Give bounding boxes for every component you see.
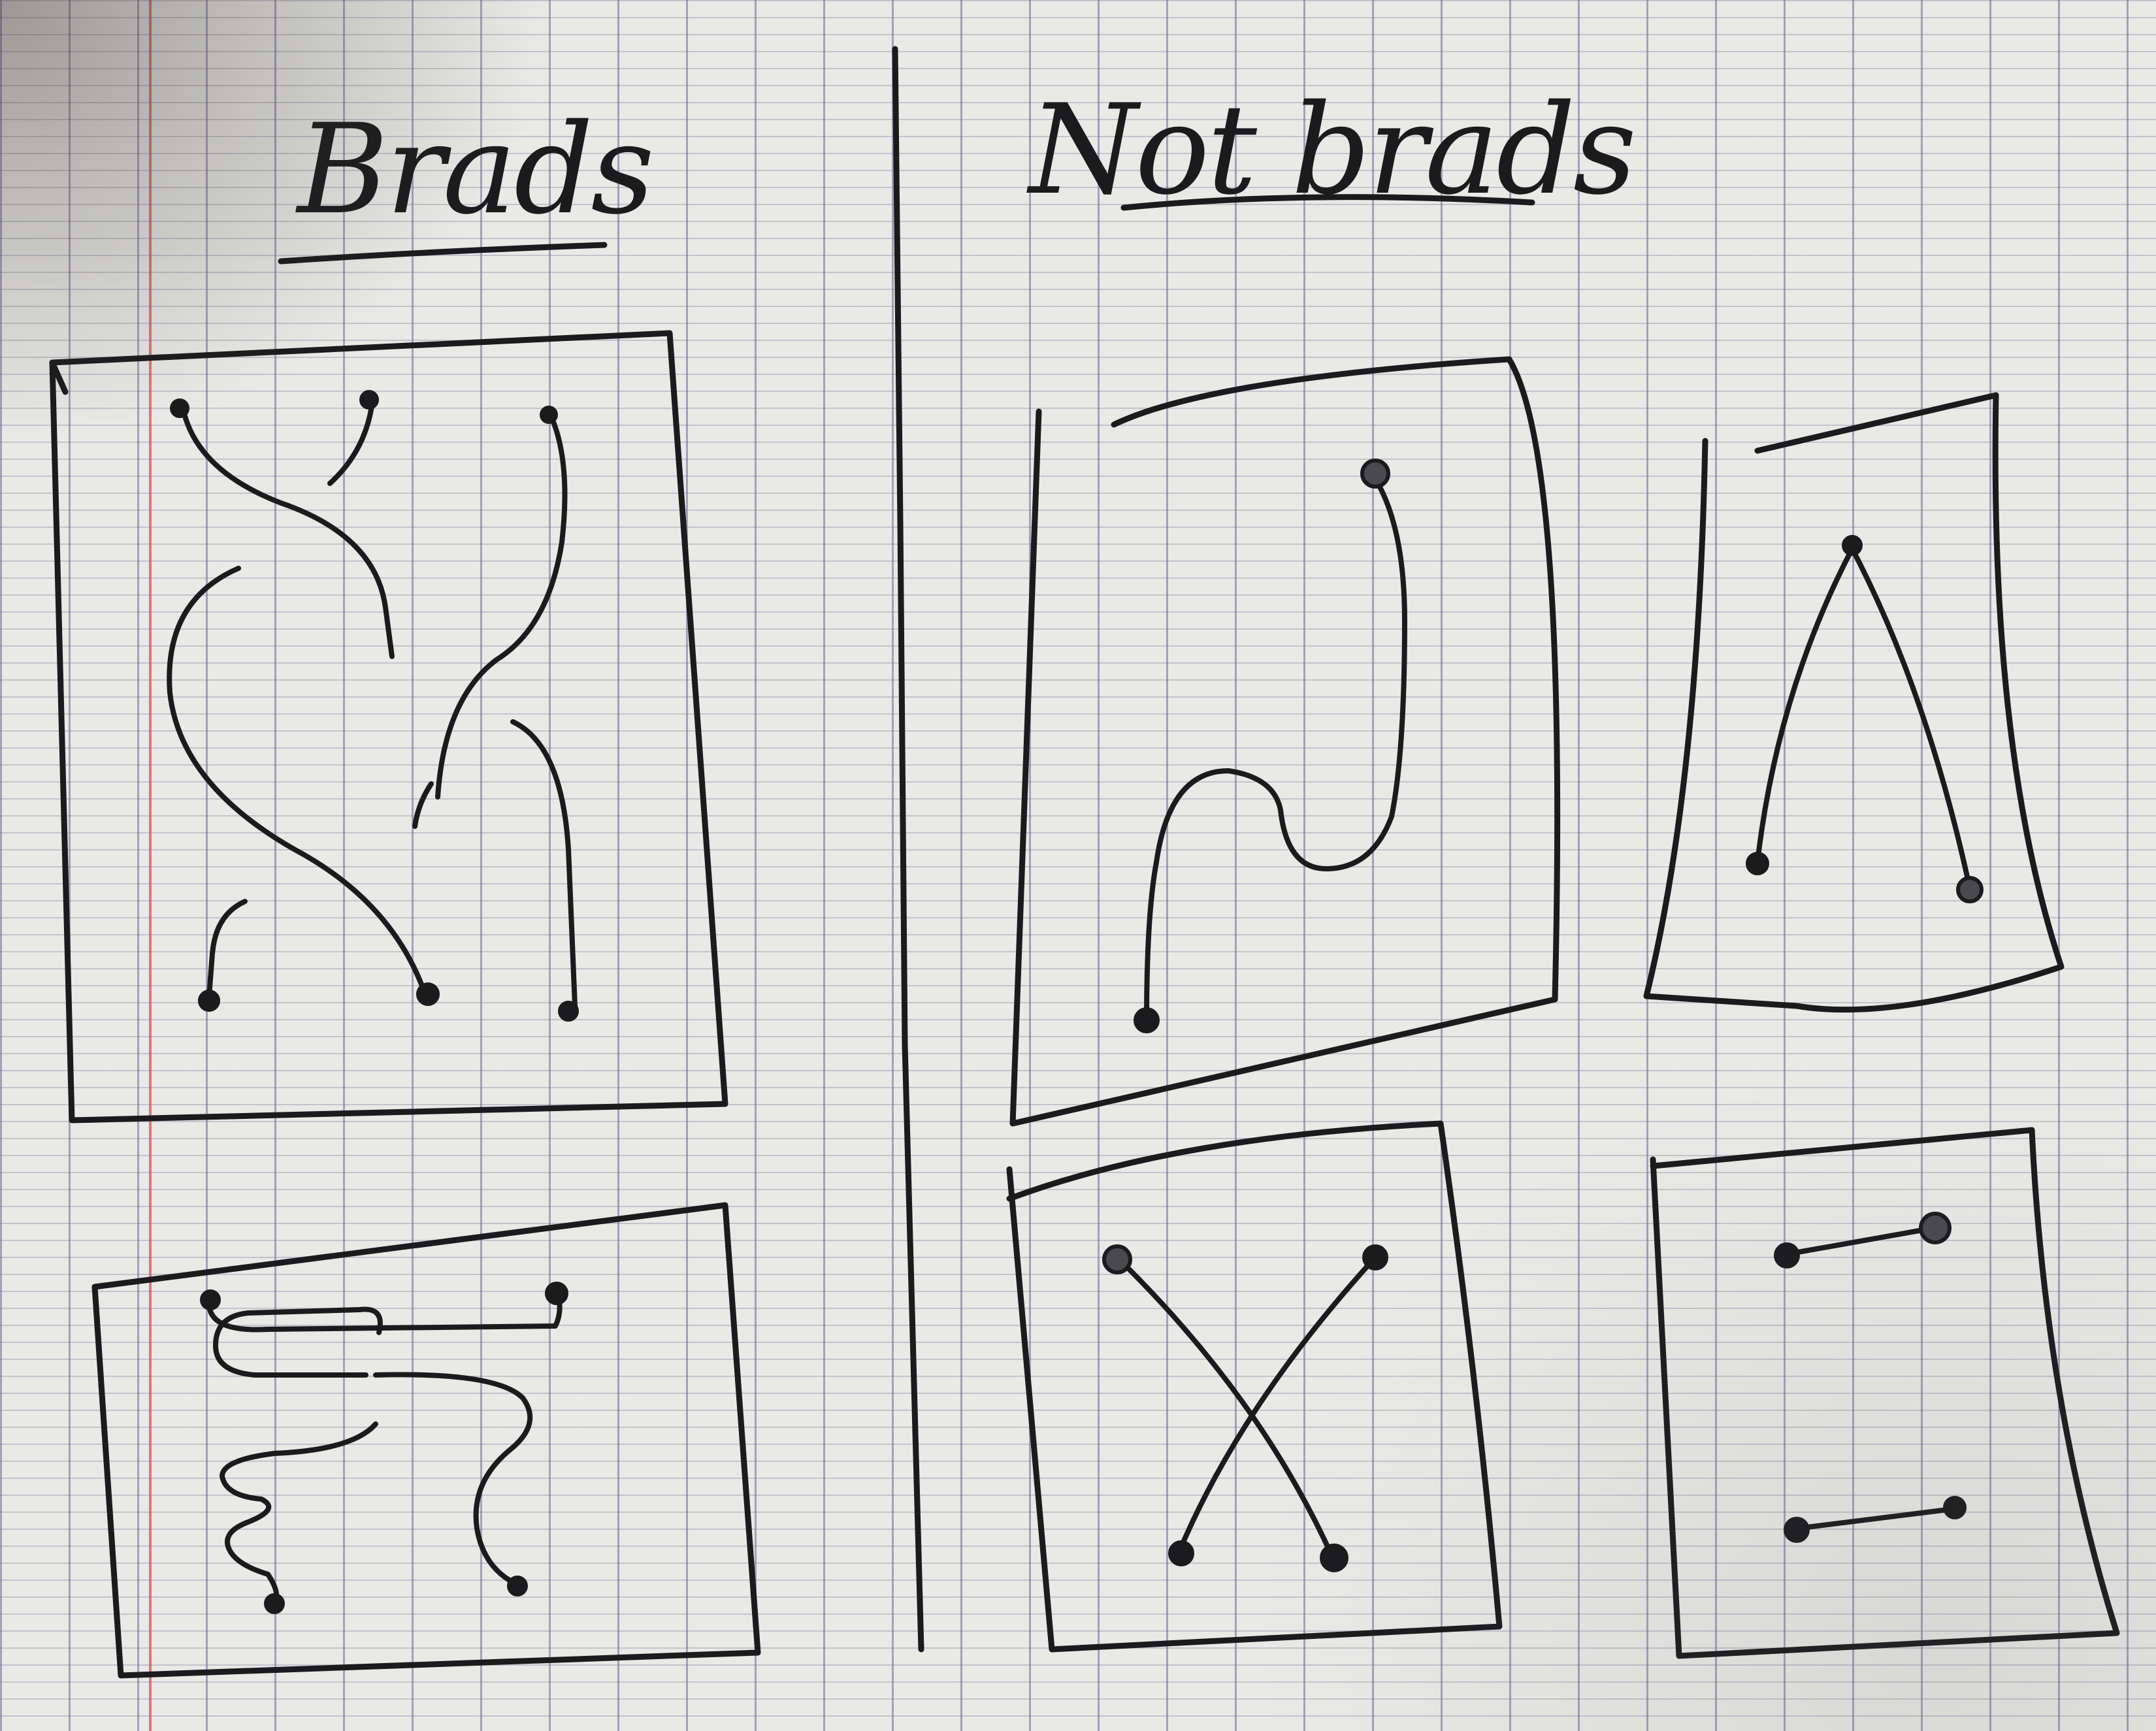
not-brad-node bbox=[1842, 535, 1863, 556]
not-brad-box-c bbox=[1006, 1120, 1503, 1653]
brad-node bbox=[198, 990, 220, 1012]
not-brad-box-b bbox=[1643, 392, 2065, 1013]
brad-node bbox=[200, 1289, 221, 1310]
not-brad-strand-c1 bbox=[1115, 1255, 1335, 1561]
brad-strand-9 bbox=[213, 1306, 383, 1378]
not-brad-node bbox=[1784, 1517, 1810, 1543]
brad-node bbox=[416, 982, 440, 1006]
brad-node bbox=[264, 1593, 285, 1614]
brad-strand-8 bbox=[206, 1294, 563, 1333]
not-brad-node bbox=[1919, 1212, 1952, 1244]
not-brad-strand-d2 bbox=[1794, 1506, 1956, 1531]
brad-strand-4 bbox=[435, 409, 568, 800]
brad-strand-6 bbox=[510, 719, 578, 1009]
red-margin-line bbox=[149, 0, 152, 1731]
not-brad-box-a bbox=[1009, 356, 1561, 1127]
brad-strand-3 bbox=[167, 566, 427, 995]
not-brad-node bbox=[1774, 1242, 1800, 1269]
not-brad-node bbox=[1360, 459, 1390, 489]
brad-box-2 bbox=[91, 1202, 761, 1679]
not-brad-node bbox=[1102, 1244, 1132, 1274]
underline-not-brads bbox=[1120, 194, 1535, 211]
heading-brads: Brads bbox=[297, 97, 655, 242]
heading-not-brads: Not brads bbox=[1029, 78, 1637, 222]
brad-node bbox=[507, 1576, 528, 1596]
not-brad-node bbox=[1320, 1544, 1348, 1572]
underline-brads bbox=[278, 242, 608, 265]
not-brad-node bbox=[1746, 852, 1769, 875]
brad-node bbox=[170, 398, 189, 418]
not-brad-node bbox=[1943, 1496, 1967, 1519]
not-brad-box-d bbox=[1650, 1127, 2120, 1659]
not-brad-node bbox=[1956, 876, 1984, 903]
brad-strand-2 bbox=[327, 399, 375, 486]
brad-strand-7 bbox=[206, 899, 248, 999]
not-brad-node bbox=[1362, 1244, 1388, 1270]
brad-strand-5 bbox=[412, 781, 434, 829]
brad-strand-1 bbox=[180, 406, 395, 659]
brad-node bbox=[558, 1001, 579, 1022]
brad-strand-11 bbox=[220, 1421, 378, 1606]
not-brad-strand-a bbox=[1144, 471, 1407, 1025]
not-brad-node bbox=[1168, 1540, 1194, 1566]
not-brad-strand-b2 bbox=[1850, 546, 1972, 891]
brad-strand-10 bbox=[373, 1372, 533, 1587]
brad-node bbox=[545, 1282, 568, 1305]
not-brad-strand-c2 bbox=[1177, 1255, 1378, 1554]
not-brad-strand-d1 bbox=[1784, 1225, 1936, 1257]
center-divider bbox=[892, 46, 924, 1653]
brad-node bbox=[540, 406, 558, 424]
not-brad-node bbox=[1134, 1007, 1160, 1033]
brad-box-1 bbox=[49, 330, 728, 1124]
not-brad-strand-b1 bbox=[1755, 546, 1855, 865]
brad-node bbox=[359, 390, 379, 410]
